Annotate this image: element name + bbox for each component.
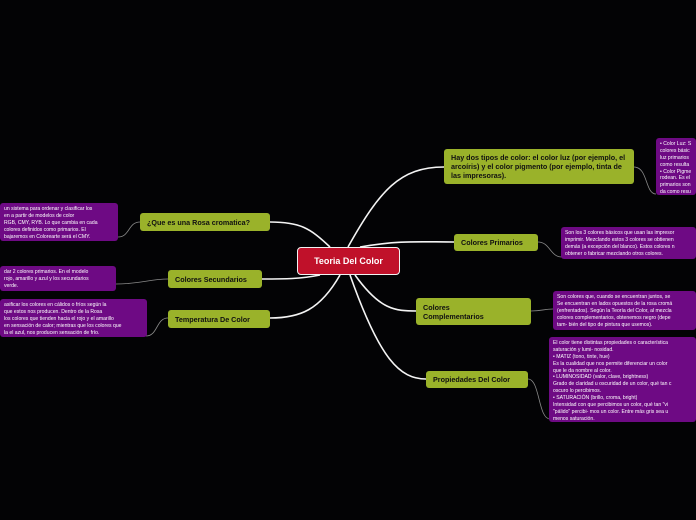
topic-rosa-cromatica[interactable]: ¿Que es una Rosa cromatica?	[140, 213, 270, 231]
link-tipos-note	[633, 166, 657, 195]
note-propiedades: El color tiene distintas propiedades o c…	[549, 337, 696, 422]
note-temperatura: asificar los colores en cálidos o fríos …	[0, 299, 147, 337]
topic-propiedades-label: Propiedades Del Color	[433, 375, 511, 384]
link-central-primarios	[359, 240, 455, 248]
note-secundarios: dar 2 colores primarios. En el modelo ro…	[0, 266, 116, 291]
link-central-tipos	[347, 166, 445, 248]
topic-colores-secundarios[interactable]: Colores Secundarios	[168, 270, 262, 288]
topic-complementarios-label: Colores Complementarios	[423, 302, 484, 321]
topic-tipos-label: Hay dos tipos de color: el color luz (po…	[451, 153, 626, 180]
link-propiedades-note	[527, 378, 551, 420]
link-complementarios-note	[530, 308, 554, 312]
topic-temperatura-de-color[interactable]: Temperatura De Color	[168, 310, 270, 328]
link-central-propiedades	[349, 274, 427, 380]
topic-primarios-label: Colores Primarios	[461, 238, 523, 247]
topic-temperatura-label: Temperatura De Color	[175, 314, 250, 324]
link-temperatura-note	[145, 317, 169, 337]
topic-propiedades-del-color[interactable]: Propiedades Del Color	[426, 371, 528, 388]
topic-rosa-label: ¿Que es una Rosa cromatica?	[147, 217, 251, 227]
link-central-complementarios	[354, 274, 418, 312]
central-topic-label: Teoria Del Color	[314, 256, 383, 266]
link-central-secundarios	[261, 274, 321, 280]
link-primarios-note	[537, 241, 563, 258]
central-topic[interactable]: Teoria Del Color	[297, 247, 400, 275]
link-central-rosa	[269, 221, 331, 248]
link-secundarios-note	[115, 278, 169, 285]
topic-colores-primarios[interactable]: Colores Primarios	[454, 234, 538, 251]
topic-colores-complementarios[interactable]: Colores Complementarios	[416, 298, 531, 325]
topic-tipos-de-color[interactable]: Hay dos tipos de color: el color luz (po…	[444, 149, 634, 184]
note-complementarios: Son colores que, cuando se encuentran ju…	[553, 291, 696, 330]
note-tipos: • Color Luz: S colores básic luz primari…	[656, 138, 696, 195]
note-rosa: un sistema para ordenar y clasificar los…	[0, 203, 118, 241]
link-central-temperatura	[269, 274, 341, 319]
note-primarios: Son los 3 colores básicos que usan las i…	[561, 227, 696, 259]
link-rosa-note	[117, 221, 141, 238]
topic-secundarios-label: Colores Secundarios	[175, 274, 247, 284]
